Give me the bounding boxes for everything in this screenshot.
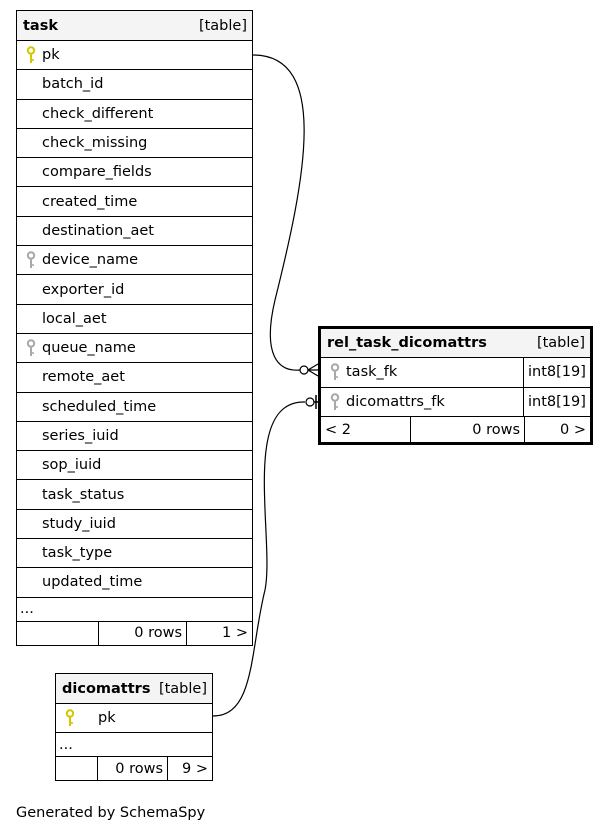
column-row[interactable]: dicomattrs_fk int8[19]: [321, 387, 590, 417]
table-footer: < 2 0 rows 0 >: [321, 417, 590, 442]
row-count: 0 rows: [98, 757, 168, 780]
column-name: destination_aet: [42, 222, 154, 239]
column-row[interactable]: device_name: [17, 246, 252, 276]
column-name: updated_time: [42, 574, 143, 591]
column-name: device_name: [42, 252, 138, 269]
column-name: compare_fields: [42, 164, 152, 181]
column-row[interactable]: scheduled_time: [17, 393, 252, 422]
column-name: task_type: [42, 545, 113, 562]
column-name: task_status: [42, 486, 125, 503]
parents-count: [56, 757, 98, 780]
column-row[interactable]: pk: [17, 41, 252, 71]
table-footer: 0 rows 1 >: [17, 621, 252, 645]
zero-one-marker: [305, 397, 315, 407]
column-name: dicomattrs_fk: [346, 393, 445, 410]
column-row[interactable]: destination_aet: [17, 217, 252, 247]
primary-key-icon: [26, 46, 36, 64]
column-name: check_missing: [42, 135, 148, 152]
column-row[interactable]: check_missing: [17, 129, 252, 159]
column-row[interactable]: pk: [56, 704, 212, 733]
column-name: queue_name: [42, 340, 136, 357]
dicomattrs-to-rel-link: [212, 401, 306, 717]
table-kind: [table]: [536, 335, 585, 351]
index-key-icon: [26, 251, 36, 269]
one-bar-marker: [314, 395, 318, 409]
column-name: sop_iuid: [42, 457, 102, 474]
index-key-icon: [330, 393, 340, 410]
table-footer: 0 rows 9 >: [56, 757, 212, 780]
column-row[interactable]: check_different: [17, 100, 252, 129]
column-name: scheduled_time: [42, 398, 157, 415]
primary-key-icon: [65, 709, 75, 726]
column-name: pk: [98, 710, 116, 726]
column-row[interactable]: task_fk int8[19]: [321, 358, 590, 388]
children-count: 0 >: [560, 421, 586, 438]
column-row[interactable]: sop_iuid: [17, 451, 252, 481]
column-row[interactable]: exporter_id: [17, 275, 252, 305]
children-count[interactable]: 1 >: [222, 625, 248, 642]
column-row[interactable]: compare_fields: [17, 158, 252, 188]
table-header: task [table]: [17, 11, 252, 41]
table-name[interactable]: rel_task_dicomattrs: [327, 335, 487, 351]
parents-count[interactable]: < 2: [321, 417, 411, 442]
table-name[interactable]: task: [23, 17, 58, 34]
column-row[interactable]: task_status: [17, 480, 252, 510]
column-name: remote_aet: [42, 369, 125, 386]
more-columns: ...: [56, 733, 212, 757]
table-name[interactable]: dicomattrs: [62, 680, 151, 697]
zero-many-marker: [299, 365, 309, 375]
column-name: local_aet: [42, 310, 107, 327]
children-count[interactable]: 9 >: [182, 760, 208, 777]
table-header: rel_task_dicomattrs [table]: [321, 329, 590, 358]
parents-count: [17, 621, 99, 645]
column-name: series_iuid: [42, 428, 119, 444]
generated-by-label: Generated by SchemaSpy: [16, 805, 206, 821]
row-count: 0 rows: [99, 621, 187, 645]
table-rel-task-dicomattrs[interactable]: rel_task_dicomattrs [table] task_fk int8[…: [318, 326, 593, 445]
column-type: int8[19]: [523, 358, 590, 387]
column-row[interactable]: series_iuid: [17, 422, 252, 452]
table-kind: [table]: [198, 17, 247, 34]
column-row[interactable]: local_aet: [17, 305, 252, 334]
column-name: exporter_id: [42, 281, 125, 298]
crowfoot-marker: [307, 363, 319, 377]
column-row[interactable]: created_time: [17, 187, 252, 217]
column-name: study_iuid: [42, 515, 116, 532]
column-row[interactable]: queue_name: [17, 334, 252, 364]
index-key-icon: [330, 363, 340, 381]
task-to-rel-link: [252, 54, 305, 371]
column-name: task_fk: [346, 364, 398, 381]
column-row[interactable]: batch_id: [17, 70, 252, 100]
column-row[interactable]: updated_time: [17, 568, 252, 598]
column-name: pk: [42, 47, 60, 64]
column-name: check_different: [42, 105, 154, 122]
more-columns: ...: [17, 598, 252, 622]
table-dicomattrs[interactable]: dicomattrs [table] pk ... 0 rows 9 >: [55, 673, 213, 781]
column-name: created_time: [42, 193, 138, 210]
row-count: 0 rows: [411, 417, 525, 442]
table-kind: [table]: [158, 680, 207, 697]
column-row[interactable]: task_type: [17, 539, 252, 569]
index-key-icon: [26, 339, 36, 357]
column-type: int8[19]: [523, 387, 590, 416]
table-header: dicomattrs [table]: [56, 674, 212, 704]
column-name: batch_id: [42, 76, 104, 93]
column-row[interactable]: remote_aet: [17, 363, 252, 393]
column-row[interactable]: study_iuid: [17, 510, 252, 540]
